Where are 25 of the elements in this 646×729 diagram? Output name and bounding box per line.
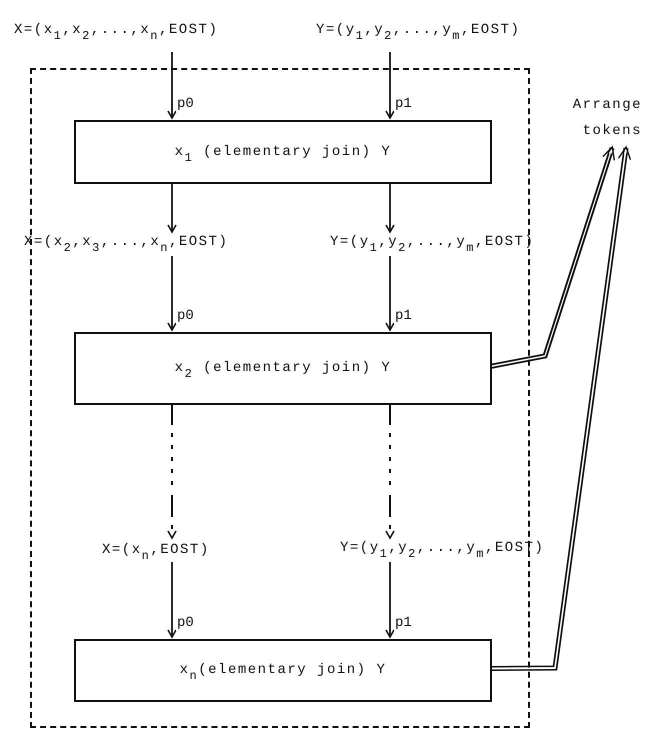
port-label: p1	[394, 308, 413, 324]
output-label: Arrange tokens	[538, 92, 642, 144]
arrow	[385, 182, 395, 233]
sequence-text: X=(x$_{1}$,x$_{2}$,...,x$_{n}$,EOST)	[14, 20, 314, 44]
port-label: p0	[176, 96, 195, 112]
arrow	[385, 403, 395, 539]
process-box: x$_{2}$ (elementary join) Y	[74, 332, 492, 405]
sequence-text: Y=(y$_{1}$,y$_{2}$,...,y$_{m}$,EOST)	[330, 232, 646, 256]
sequence-text: Y=(y$_{1}$,y$_{2}$,...,y$_{m}$,EOST)	[316, 20, 646, 44]
arrow	[385, 52, 395, 119]
port-label: p1	[394, 615, 413, 631]
arrow	[167, 52, 177, 119]
process-box: x$_{1}$ (elementary join) Y	[74, 120, 492, 184]
port-label: p1	[394, 96, 413, 112]
port-label: p0	[176, 615, 195, 631]
arrow	[167, 256, 177, 331]
double-arrow	[490, 143, 602, 157]
port-label: p0	[176, 308, 195, 324]
arrow	[385, 562, 395, 638]
arrow	[167, 403, 177, 539]
arrow	[167, 182, 177, 233]
arrow	[167, 562, 177, 638]
arrow	[385, 256, 395, 331]
sequence-text: X=(x$_{n}$,EOST)	[102, 540, 272, 564]
process-box: x$_{n}$(elementary join) Y	[74, 639, 492, 702]
